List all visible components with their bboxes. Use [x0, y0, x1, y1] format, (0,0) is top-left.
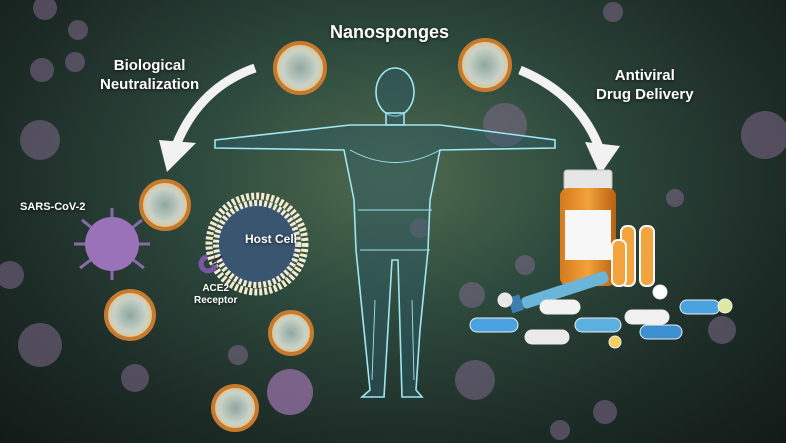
- label-line: Receptor: [194, 295, 238, 306]
- virus-icon: [18, 323, 62, 367]
- label-ace2-receptor: ACE2 Receptor: [194, 283, 237, 307]
- ampoule-icon: [611, 225, 655, 287]
- label-line: Antiviral: [614, 67, 675, 84]
- label-line: Neutralization: [100, 76, 200, 93]
- virus-icon: [20, 120, 60, 160]
- label-antiviral-drug-delivery: Antiviral Drug Delivery: [596, 66, 694, 104]
- virus-icon: [68, 20, 88, 40]
- virus-icon: [228, 345, 248, 365]
- label-line: Biological: [113, 57, 186, 74]
- virus-icon: [593, 400, 617, 424]
- nanosponge-icon: [458, 38, 512, 92]
- virus-icon: [515, 255, 535, 275]
- nanosponge-icon: [104, 289, 156, 341]
- virus-icon: [455, 360, 495, 400]
- virus-icon: [33, 0, 57, 20]
- title-nanosponges: Nanosponges: [330, 22, 450, 42]
- arrow-icon: [518, 65, 605, 152]
- virus-icon: [483, 103, 527, 147]
- label-sars-cov-2: SARS-CoV-2: [20, 201, 86, 213]
- sars-cov-2-virus: [74, 208, 313, 415]
- human-wireframe-icon: [214, 67, 556, 398]
- virus-icon: [550, 420, 570, 440]
- nanosponge-icon: [273, 41, 327, 95]
- arrow-head-right: [585, 142, 620, 175]
- nanosponge-icon: [139, 179, 191, 231]
- label-line: ACE2: [202, 283, 230, 294]
- virus-icon: [121, 364, 149, 392]
- virus-icon: [603, 2, 623, 22]
- ace2-receptor-icon: [198, 254, 223, 274]
- nanosponges: [104, 38, 512, 432]
- pill-bottle-icon: [560, 169, 616, 286]
- virus-icon: [267, 369, 313, 415]
- label-biological-neutralization: Biological Neutralization: [100, 56, 199, 94]
- virus-icon: [741, 111, 786, 159]
- nanosponge-icon: [268, 310, 314, 356]
- virus-icon: [708, 316, 736, 344]
- virus-icon: [30, 58, 54, 82]
- label-host-cell: Host Cell: [245, 232, 298, 246]
- virus-icon: [666, 189, 684, 207]
- virus-icon: [410, 218, 430, 238]
- virus-icon: [65, 52, 85, 72]
- arrow-icon: [170, 63, 257, 150]
- nanosponge-icon: [211, 384, 259, 432]
- arrow-head-left: [159, 140, 196, 172]
- virus-icon: [0, 261, 24, 289]
- host-cell: [205, 192, 309, 296]
- virus-icon: [459, 282, 485, 308]
- drugs: [469, 169, 733, 349]
- capsule-icon: [469, 284, 733, 349]
- virus-icon: [85, 217, 139, 271]
- label-line: Drug Delivery: [596, 86, 694, 103]
